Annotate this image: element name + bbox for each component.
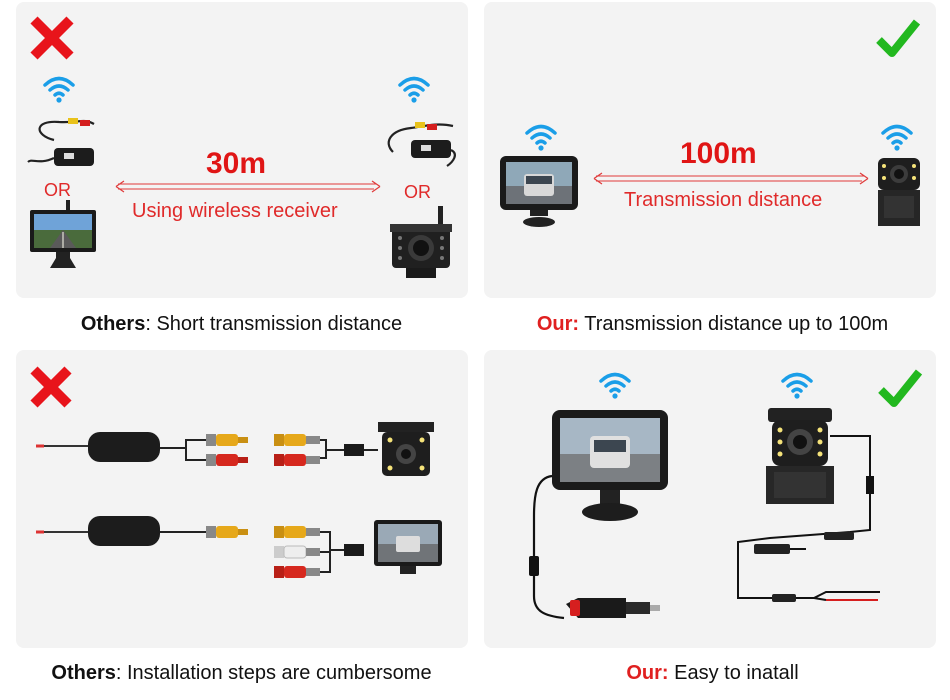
panel-others-install	[16, 350, 468, 648]
panel-our-install	[484, 350, 936, 648]
caption-others-install: Others: Installation steps are cumbersom…	[4, 662, 479, 685]
cross-icon	[30, 16, 74, 60]
caption-lead: Our:	[536, 313, 580, 335]
transmitter-icon	[27, 118, 95, 166]
wifi-icon	[881, 124, 913, 151]
caption-others-distance: Others: Short transmission distance	[4, 313, 479, 336]
caption-text: Transmission distance up to 100m	[579, 313, 889, 335]
caption-text: Easy to inatall	[668, 662, 799, 684]
checkmark-icon	[876, 19, 921, 57]
camera-icon	[390, 206, 452, 278]
distance-subtitle: Using wireless receiver	[132, 200, 338, 222]
caption-our-distance: Our: Transmission distance up to 100m	[475, 313, 950, 336]
monitor-icon	[500, 156, 578, 227]
camera-icon	[878, 158, 920, 226]
distance-label: 30m	[206, 147, 267, 180]
camera-icon	[766, 408, 834, 504]
caption-lead: Our:	[626, 662, 669, 684]
caption-text: : Short transmission distance	[145, 313, 403, 335]
checkmark-icon	[878, 369, 923, 407]
caption-lead: Others	[80, 313, 146, 335]
distance-label: 100m	[680, 137, 757, 170]
monitor-icon	[30, 200, 96, 268]
double-arrow-icon	[115, 180, 381, 193]
wifi-icon	[43, 76, 75, 103]
or-label-left: OR	[44, 180, 71, 200]
double-arrow-icon	[593, 172, 869, 185]
panel-others-distance: OR OR 30m Using wireless receiver	[16, 2, 468, 298]
distance-subtitle: Transmission distance	[624, 189, 823, 211]
caption-our-install: Our: Easy to inatall	[475, 662, 950, 685]
cross-icon	[30, 366, 72, 408]
wifi-icon	[781, 372, 813, 399]
caption-text: : Installation steps are cumbersome	[115, 662, 432, 684]
wifi-icon	[525, 124, 557, 151]
caption-lead: Others	[51, 662, 116, 684]
or-label-right: OR	[404, 182, 431, 202]
wifi-icon	[599, 372, 631, 399]
wifi-icon	[398, 76, 430, 103]
monitor-icon	[529, 410, 668, 620]
car-charger-icon	[566, 598, 660, 618]
wiring-harness	[737, 435, 880, 602]
wiring-row-monitor	[36, 516, 442, 578]
transmitter-icon	[387, 122, 456, 167]
panel-our-distance: 100m Transmission distance	[484, 2, 936, 298]
wiring-row-camera	[36, 422, 434, 476]
